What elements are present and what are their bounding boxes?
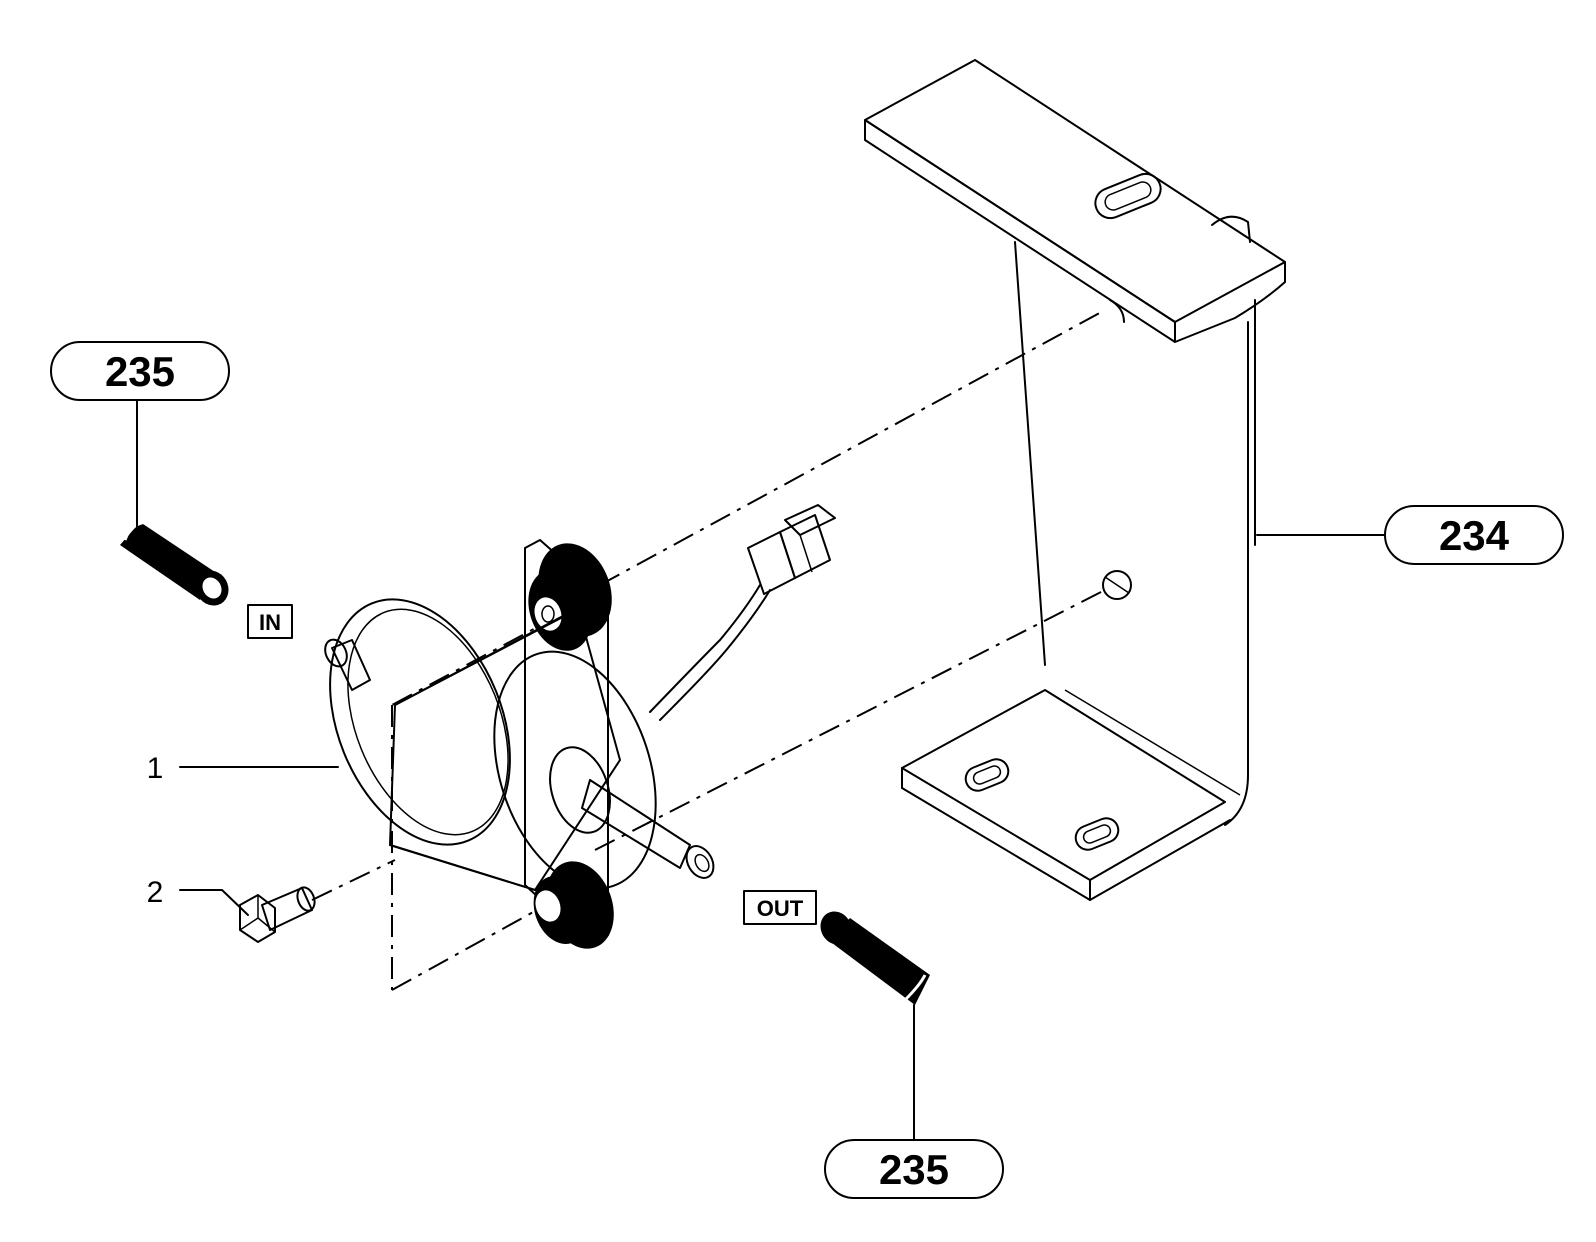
callout-235-bottom-text: 235 <box>879 1146 949 1193</box>
callout-234-text: 234 <box>1439 512 1510 559</box>
label-in: IN <box>247 604 293 639</box>
callout-234: 234 <box>1384 505 1564 565</box>
label-in-text: IN <box>259 610 281 635</box>
hose-outlet <box>820 911 930 1005</box>
leader-lines <box>136 399 1386 1141</box>
assembly-lines <box>311 309 1106 991</box>
hose-inlet <box>120 520 229 606</box>
label-out-text: OUT <box>757 896 804 921</box>
callout-2-text: 2 <box>147 876 164 909</box>
wire-connector <box>649 504 836 721</box>
fuel-pump <box>324 539 715 949</box>
callout-1-text: 1 <box>147 752 164 785</box>
bolt <box>239 886 316 943</box>
bracket <box>864 59 1286 901</box>
callout-235-bottom: 235 <box>824 1139 1004 1199</box>
callout-235-top-text: 235 <box>105 348 175 395</box>
callout-235-top: 235 <box>50 341 230 401</box>
label-out: OUT <box>743 890 817 925</box>
